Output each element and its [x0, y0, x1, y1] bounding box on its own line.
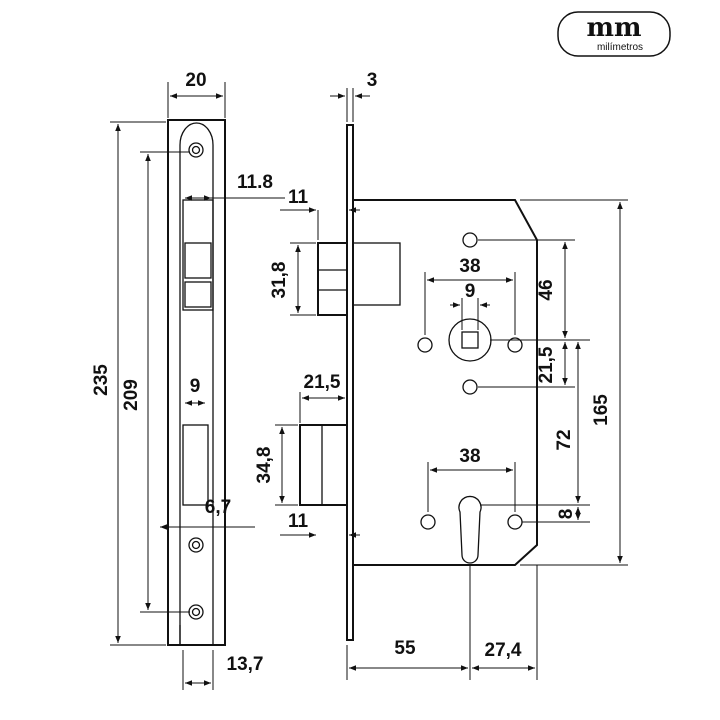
svg-text:20: 20: [185, 70, 206, 91]
lock-side-view: [299, 124, 538, 641]
svg-text:165: 165: [591, 394, 612, 426]
latch-bolt: [317, 242, 348, 316]
faceplate-front-view: [167, 119, 226, 646]
svg-text:46: 46: [536, 279, 557, 300]
svg-text:milímetros: milímetros: [597, 42, 643, 53]
svg-text:6,7: 6,7: [205, 497, 231, 518]
svg-text:11.8: 11.8: [237, 172, 273, 193]
svg-text:11: 11: [288, 187, 309, 208]
svg-text:9: 9: [465, 281, 476, 302]
deadbolt-window: [182, 424, 209, 506]
svg-text:38: 38: [459, 256, 480, 277]
svg-text:3: 3: [367, 70, 378, 91]
dimension-lines: [110, 82, 628, 690]
screw-hole-mid: [188, 537, 204, 553]
svg-text:235: 235: [91, 364, 112, 396]
lock-body: [352, 199, 538, 566]
svg-text:55: 55: [394, 638, 416, 659]
svg-text:34,8: 34,8: [254, 447, 275, 484]
svg-text:27,4: 27,4: [485, 640, 522, 661]
cylinder-hole: [458, 495, 482, 564]
svg-text:209: 209: [121, 379, 142, 411]
dimension-labels: 20 3 235 209 11.8 11 31,8 9 21,5 34,8 6,…: [91, 70, 612, 675]
svg-text:13,7: 13,7: [227, 654, 264, 675]
screw-hole-top: [188, 142, 204, 158]
svg-text:mm: mm: [586, 13, 641, 43]
brand-logo: mm milímetros: [557, 11, 671, 57]
svg-text:11: 11: [288, 511, 309, 532]
svg-text:9: 9: [190, 376, 201, 397]
svg-text:72: 72: [554, 429, 575, 450]
svg-text:8: 8: [556, 509, 577, 520]
deadbolt: [299, 424, 348, 506]
svg-text:38: 38: [459, 446, 480, 467]
spindle-square: [461, 331, 479, 349]
svg-text:31,8: 31,8: [269, 262, 290, 299]
svg-text:21,5: 21,5: [536, 346, 557, 383]
svg-text:21,5: 21,5: [304, 372, 341, 393]
